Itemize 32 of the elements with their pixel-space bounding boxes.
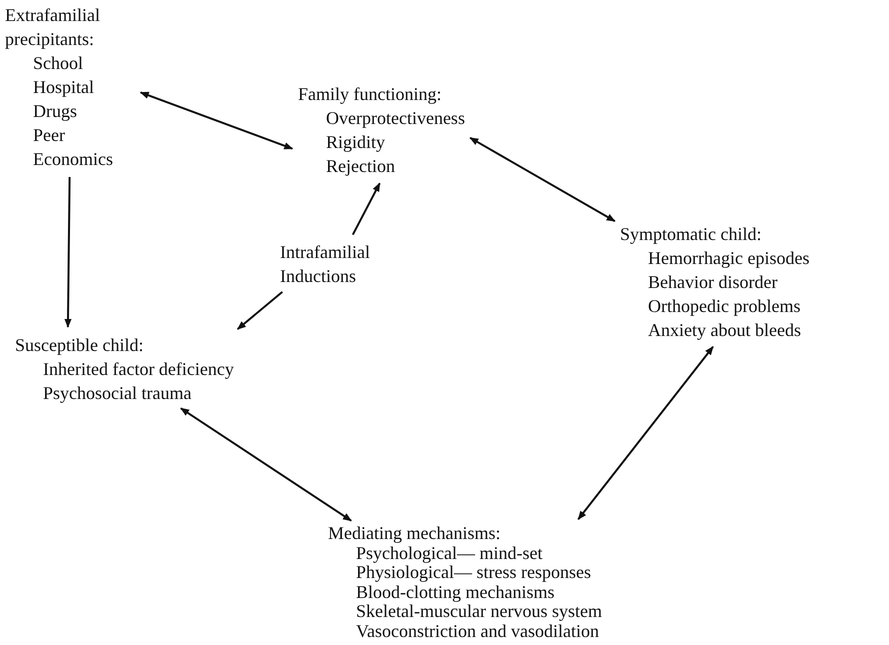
list-item: Overprotectiveness (325, 107, 465, 130)
list-item: Vasoconstriction and vasodilation (355, 622, 599, 641)
arrow (64, 176, 72, 328)
arrow (469, 136, 616, 222)
list-item: Skeletal-muscular nervous system (355, 602, 602, 622)
list-item: Peer (32, 124, 66, 147)
list-item: Blood-clotting mechanisms (355, 582, 554, 602)
arrow (140, 92, 294, 150)
list-item: Drugs (32, 100, 78, 123)
node-label: Intrafamilial Inductions (280, 241, 371, 288)
list-item: Psychological— mind-set (356, 544, 544, 563)
list-item: School (32, 52, 84, 75)
heading: Susceptible child: (15, 334, 144, 357)
heading: Symptomatic child: (620, 223, 762, 246)
heading: Extrafamilial precipitants: (5, 4, 101, 51)
heading: Family functioning: (298, 83, 442, 106)
list-item: Orthopedic problems (647, 295, 802, 318)
list-item: Psychosocial trauma (42, 382, 192, 405)
arrow (236, 291, 283, 330)
list-item: Behavior disorder (647, 271, 778, 294)
arrow (180, 407, 352, 522)
list-item: Physiological— stress responses (355, 563, 592, 582)
list-item: Rejection (325, 155, 396, 178)
arrow (352, 182, 381, 236)
list-item: Hemorrhagic episodes (647, 247, 810, 270)
list-item: Inherited factor deficiency (42, 358, 234, 381)
list-item: Anxiety about bleeds (647, 319, 802, 342)
heading: Mediating mechanisms: (328, 524, 502, 544)
list-item: Hospital (32, 76, 95, 99)
list-item: Economics (32, 148, 114, 171)
list-item: Rigidity (325, 131, 386, 154)
arrow (577, 346, 714, 520)
